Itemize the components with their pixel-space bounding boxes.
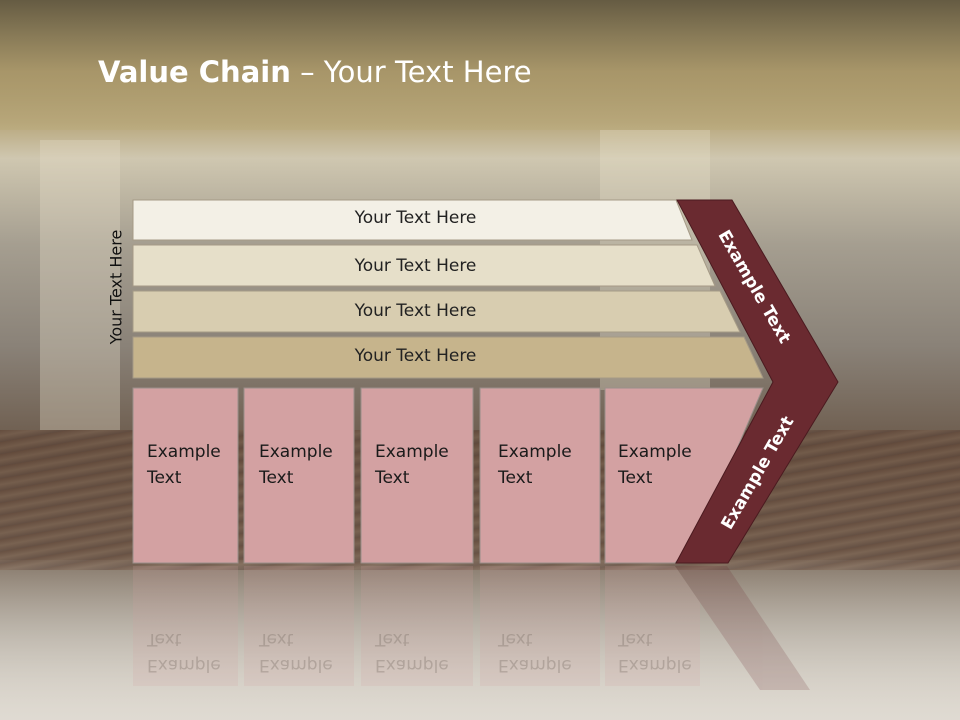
slide-title-rest: – Your Text Here xyxy=(290,55,532,89)
background-wall xyxy=(40,140,120,430)
bar-2-label: Your Text Here xyxy=(354,256,477,276)
box-1-label: Example Text xyxy=(147,442,221,488)
slide-title: Value Chain – Your Text Here xyxy=(98,55,532,89)
chevron-arrow xyxy=(675,199,839,564)
bar-4 xyxy=(132,336,764,379)
reflection-label: Example Text xyxy=(618,629,692,675)
reflection-group xyxy=(133,566,810,690)
reflection-label: Example Text xyxy=(498,629,572,675)
reflection-box xyxy=(244,566,354,686)
box-5-label: Example Text xyxy=(618,442,692,488)
reflection-box xyxy=(133,566,238,686)
box-1 xyxy=(132,387,239,564)
box-3-label: Example Text xyxy=(375,442,449,488)
box-4-label: Example Text xyxy=(498,442,572,488)
bar-1-label: Your Text Here xyxy=(354,208,477,228)
title-band xyxy=(0,0,960,130)
bar-3 xyxy=(132,290,741,333)
box-4 xyxy=(479,387,601,564)
reflection-label: Example Text xyxy=(375,629,449,675)
reflection-chevron xyxy=(675,566,810,690)
reflection-label: Example Text xyxy=(259,629,333,675)
bar-2 xyxy=(132,244,716,287)
box-3 xyxy=(360,387,474,564)
bar-1 xyxy=(132,199,693,241)
bar-3-label: Your Text Here xyxy=(354,301,477,321)
reflection-box xyxy=(480,566,600,686)
reflection-box xyxy=(605,566,700,686)
background-fade xyxy=(0,560,960,720)
box-2 xyxy=(243,387,355,564)
reflection-label: Example Text xyxy=(147,629,221,675)
box-2-label: Example Text xyxy=(259,442,333,488)
slide-title-bold: Value Chain xyxy=(98,55,291,89)
reflection-box xyxy=(361,566,473,686)
bar-4-label: Your Text Here xyxy=(354,346,477,366)
